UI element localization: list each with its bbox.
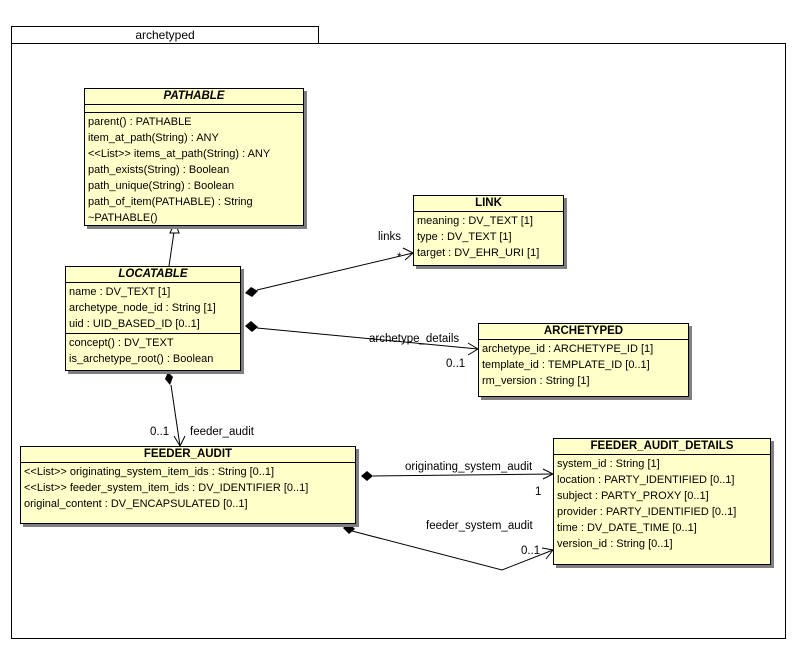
attribute: archetype_node_id : String [1] (69, 302, 216, 314)
class-name: LOCATABLE (66, 267, 240, 283)
operations-section: concept() : DV_TEXT is_archetype_root() … (66, 334, 240, 368)
feeder-audit-role-label: feeder_audit (190, 426, 254, 438)
package-tab: archetyped (11, 26, 319, 43)
originating-audit-line (372, 473, 554, 477)
class-name: ARCHETYPED (479, 324, 688, 340)
operation: ~PATHABLE() (88, 212, 158, 224)
attributes-section: archetype_id : ARCHETYPE_ID [1] template… (479, 340, 688, 390)
attribute: <<List>> feeder_system_item_ids : DV_IDE… (24, 482, 309, 494)
operation: path_unique(String) : Boolean (88, 180, 235, 192)
class-pathable[interactable]: PATHABLE parent() : PATHABLE item_at_pat… (84, 88, 304, 226)
archetype-details-diamond (245, 321, 258, 332)
feeder-system-audit-role-label: feeder_system_audit (426, 520, 533, 532)
operation: item_at_path(String) : ANY (88, 132, 219, 144)
operations-section: parent() : PATHABLE item_at_path(String)… (85, 113, 303, 227)
class-feeder-audit[interactable]: FEEDER_AUDIT <<List>> originating_system… (20, 446, 356, 524)
links-role-label: links (378, 231, 402, 243)
attribute: location : PARTY_IDENTIFIED [0..1] (557, 474, 735, 486)
originating-audit-role-label: originating_system_audit (405, 461, 533, 473)
links-association-line (256, 252, 414, 291)
generalization-line (168, 231, 175, 267)
attribute: uid : UID_BASED_ID [0..1] (69, 318, 200, 330)
links-multiplicity: * (397, 252, 402, 264)
feeder-system-audit-line (351, 530, 554, 571)
attributes-section: meaning : DV_TEXT [1] type : DV_TEXT [1]… (414, 212, 563, 262)
attributes-section: name : DV_TEXT [1] archetype_node_id : S… (66, 283, 240, 334)
feeder-audit-line (170, 384, 181, 447)
attribute: meaning : DV_TEXT [1] (417, 215, 533, 227)
attribute: name : DV_TEXT [1] (69, 286, 171, 298)
feeder-audit-diamond (165, 372, 173, 385)
attribute: subject : PARTY_PROXY [0..1] (557, 490, 709, 502)
generalization-arrowhead (169, 220, 180, 234)
attribute: version_id : String [0..1] (557, 538, 673, 550)
attribute: target : DV_EHR_URI [1] (417, 247, 540, 259)
attribute: type : DV_TEXT [1] (417, 231, 512, 243)
links-composition-diamond (245, 287, 258, 297)
attribute: <<List>> originating_system_item_ids : S… (24, 466, 275, 478)
attribute: time : DV_DATE_TIME [0..1] (557, 522, 697, 534)
originating-audit-multiplicity: 1 (535, 486, 542, 498)
archetype-details-line (256, 327, 479, 350)
archetype-details-multiplicity: 0..1 (446, 358, 466, 370)
attributes-section: <<List>> originating_system_item_ids : S… (21, 463, 355, 513)
attribute: template_id : TEMPLATE_ID [0..1] (482, 359, 650, 371)
class-name: LINK (414, 196, 563, 212)
attribute: original_content : DV_ENCAPSULATED [0..1… (24, 498, 248, 510)
attribute: system_id : String [1] (557, 458, 660, 470)
class-feeder-audit-details[interactable]: FEEDER_AUDIT_DETAILS system_id : String … (553, 438, 771, 565)
attribute: rm_version : String [1] (482, 375, 590, 387)
operation: is_archetype_root() : Boolean (69, 353, 214, 365)
feeder-system-audit-diamond (343, 523, 355, 534)
originating-audit-diamond (361, 471, 373, 481)
attributes-section (85, 105, 303, 113)
operation: <<List>> items_at_path(String) : ANY (88, 148, 271, 160)
feeder-audit-multiplicity: 0..1 (150, 426, 170, 438)
operation: path_exists(String) : Boolean (88, 164, 230, 176)
attributes-section: system_id : String [1] location : PARTY_… (554, 455, 770, 553)
attribute: archetype_id : ARCHETYPE_ID [1] (482, 343, 654, 355)
class-name: FEEDER_AUDIT (21, 447, 355, 463)
operation: path_of_item(PATHABLE) : String (88, 196, 253, 208)
operation: parent() : PATHABLE (88, 116, 192, 128)
feeder-system-audit-multiplicity: 0..1 (521, 545, 541, 557)
attribute: provider : PARTY_IDENTIFIED [0..1] (557, 506, 737, 518)
archetype-details-role-label: archetype_details (369, 333, 460, 345)
class-link[interactable]: LINK meaning : DV_TEXT [1] type : DV_TEX… (413, 195, 564, 266)
operation: concept() : DV_TEXT (69, 337, 174, 349)
class-archetyped[interactable]: ARCHETYPED archetype_id : ARCHETYPE_ID [… (478, 323, 689, 397)
class-locatable[interactable]: LOCATABLE name : DV_TEXT [1] archetype_n… (65, 266, 241, 371)
class-name: PATHABLE (85, 89, 303, 105)
class-name: FEEDER_AUDIT_DETAILS (554, 439, 770, 455)
